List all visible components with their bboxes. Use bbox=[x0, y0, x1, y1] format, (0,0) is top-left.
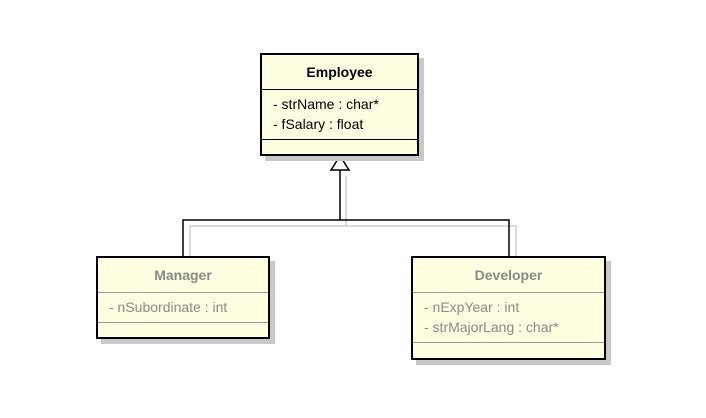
developer-generalization-line bbox=[340, 219, 510, 256]
attribute: - strName : char* bbox=[273, 96, 379, 112]
class-name: Developer bbox=[413, 258, 604, 293]
class-name: Manager bbox=[98, 258, 268, 293]
operation-compartment bbox=[262, 140, 417, 150]
class-developer[interactable]: Developer - nExpYear : int - strMajorLan… bbox=[411, 256, 606, 360]
attribute-compartment: - nExpYear : int - strMajorLang : char* bbox=[413, 293, 604, 343]
generalization-arrowhead bbox=[329, 154, 351, 171]
manager-generalization-line bbox=[182, 170, 341, 256]
attribute: - nExpYear : int bbox=[424, 299, 520, 315]
attribute: - nSubordinate : int bbox=[109, 299, 228, 315]
attribute-compartment: - strName : char* - fSalary : float bbox=[262, 90, 417, 140]
attribute-compartment: - nSubordinate : int bbox=[98, 293, 268, 323]
operation-compartment bbox=[413, 343, 604, 353]
operation-compartment bbox=[98, 323, 268, 333]
class-manager[interactable]: Manager - nSubordinate : int bbox=[96, 256, 270, 339]
class-name: Employee bbox=[262, 55, 417, 90]
attribute: - strMajorLang : char* bbox=[424, 319, 559, 335]
class-employee[interactable]: Employee - strName : char* - fSalary : f… bbox=[260, 53, 419, 156]
attribute: - fSalary : float bbox=[273, 116, 364, 132]
